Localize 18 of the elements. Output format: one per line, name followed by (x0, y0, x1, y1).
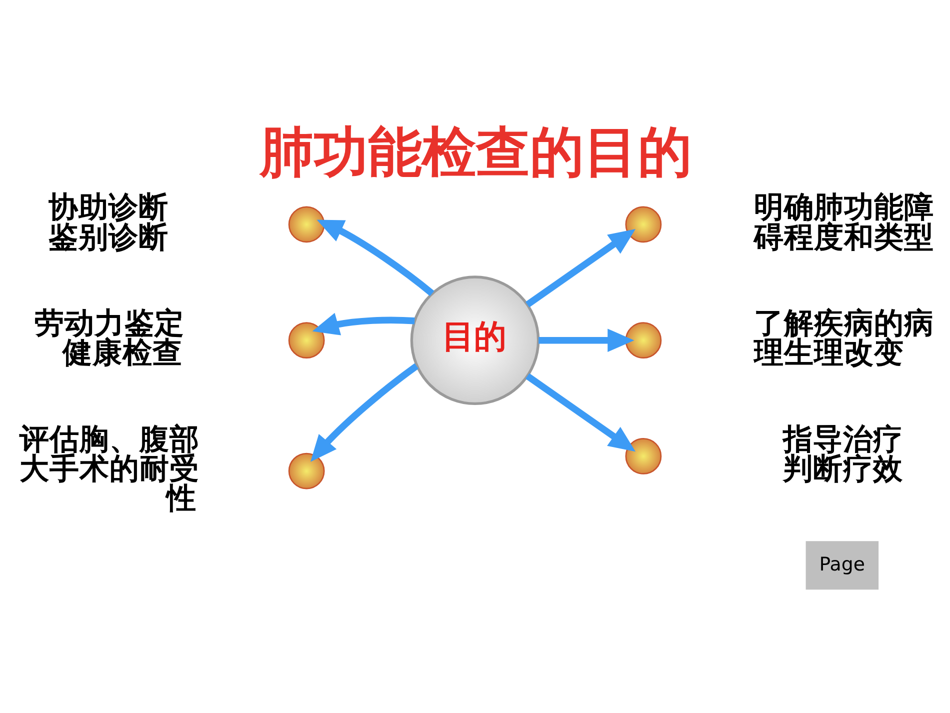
node-circle (625, 322, 662, 359)
node-circle: 目的 (410, 276, 540, 405)
node-circle (625, 438, 662, 474)
label: Page (819, 553, 865, 576)
arrow (526, 373, 636, 452)
arrow (316, 220, 434, 296)
node-circle (288, 322, 325, 359)
diagram-title: 肺功能检查的目的 (260, 120, 692, 184)
arrow (526, 229, 636, 308)
arrow (310, 363, 419, 462)
node-label: 了解疾病的病理生理改变 (754, 305, 934, 370)
node-label: 明确肺功能障碍程度和类型 (754, 189, 934, 254)
node-circle (288, 206, 325, 243)
node-circle (288, 452, 325, 490)
node-label: 评估胸、腹部大手术的耐受性 (20, 420, 200, 516)
arrow (538, 328, 634, 352)
arrow (312, 312, 415, 336)
node-circle (625, 206, 662, 243)
